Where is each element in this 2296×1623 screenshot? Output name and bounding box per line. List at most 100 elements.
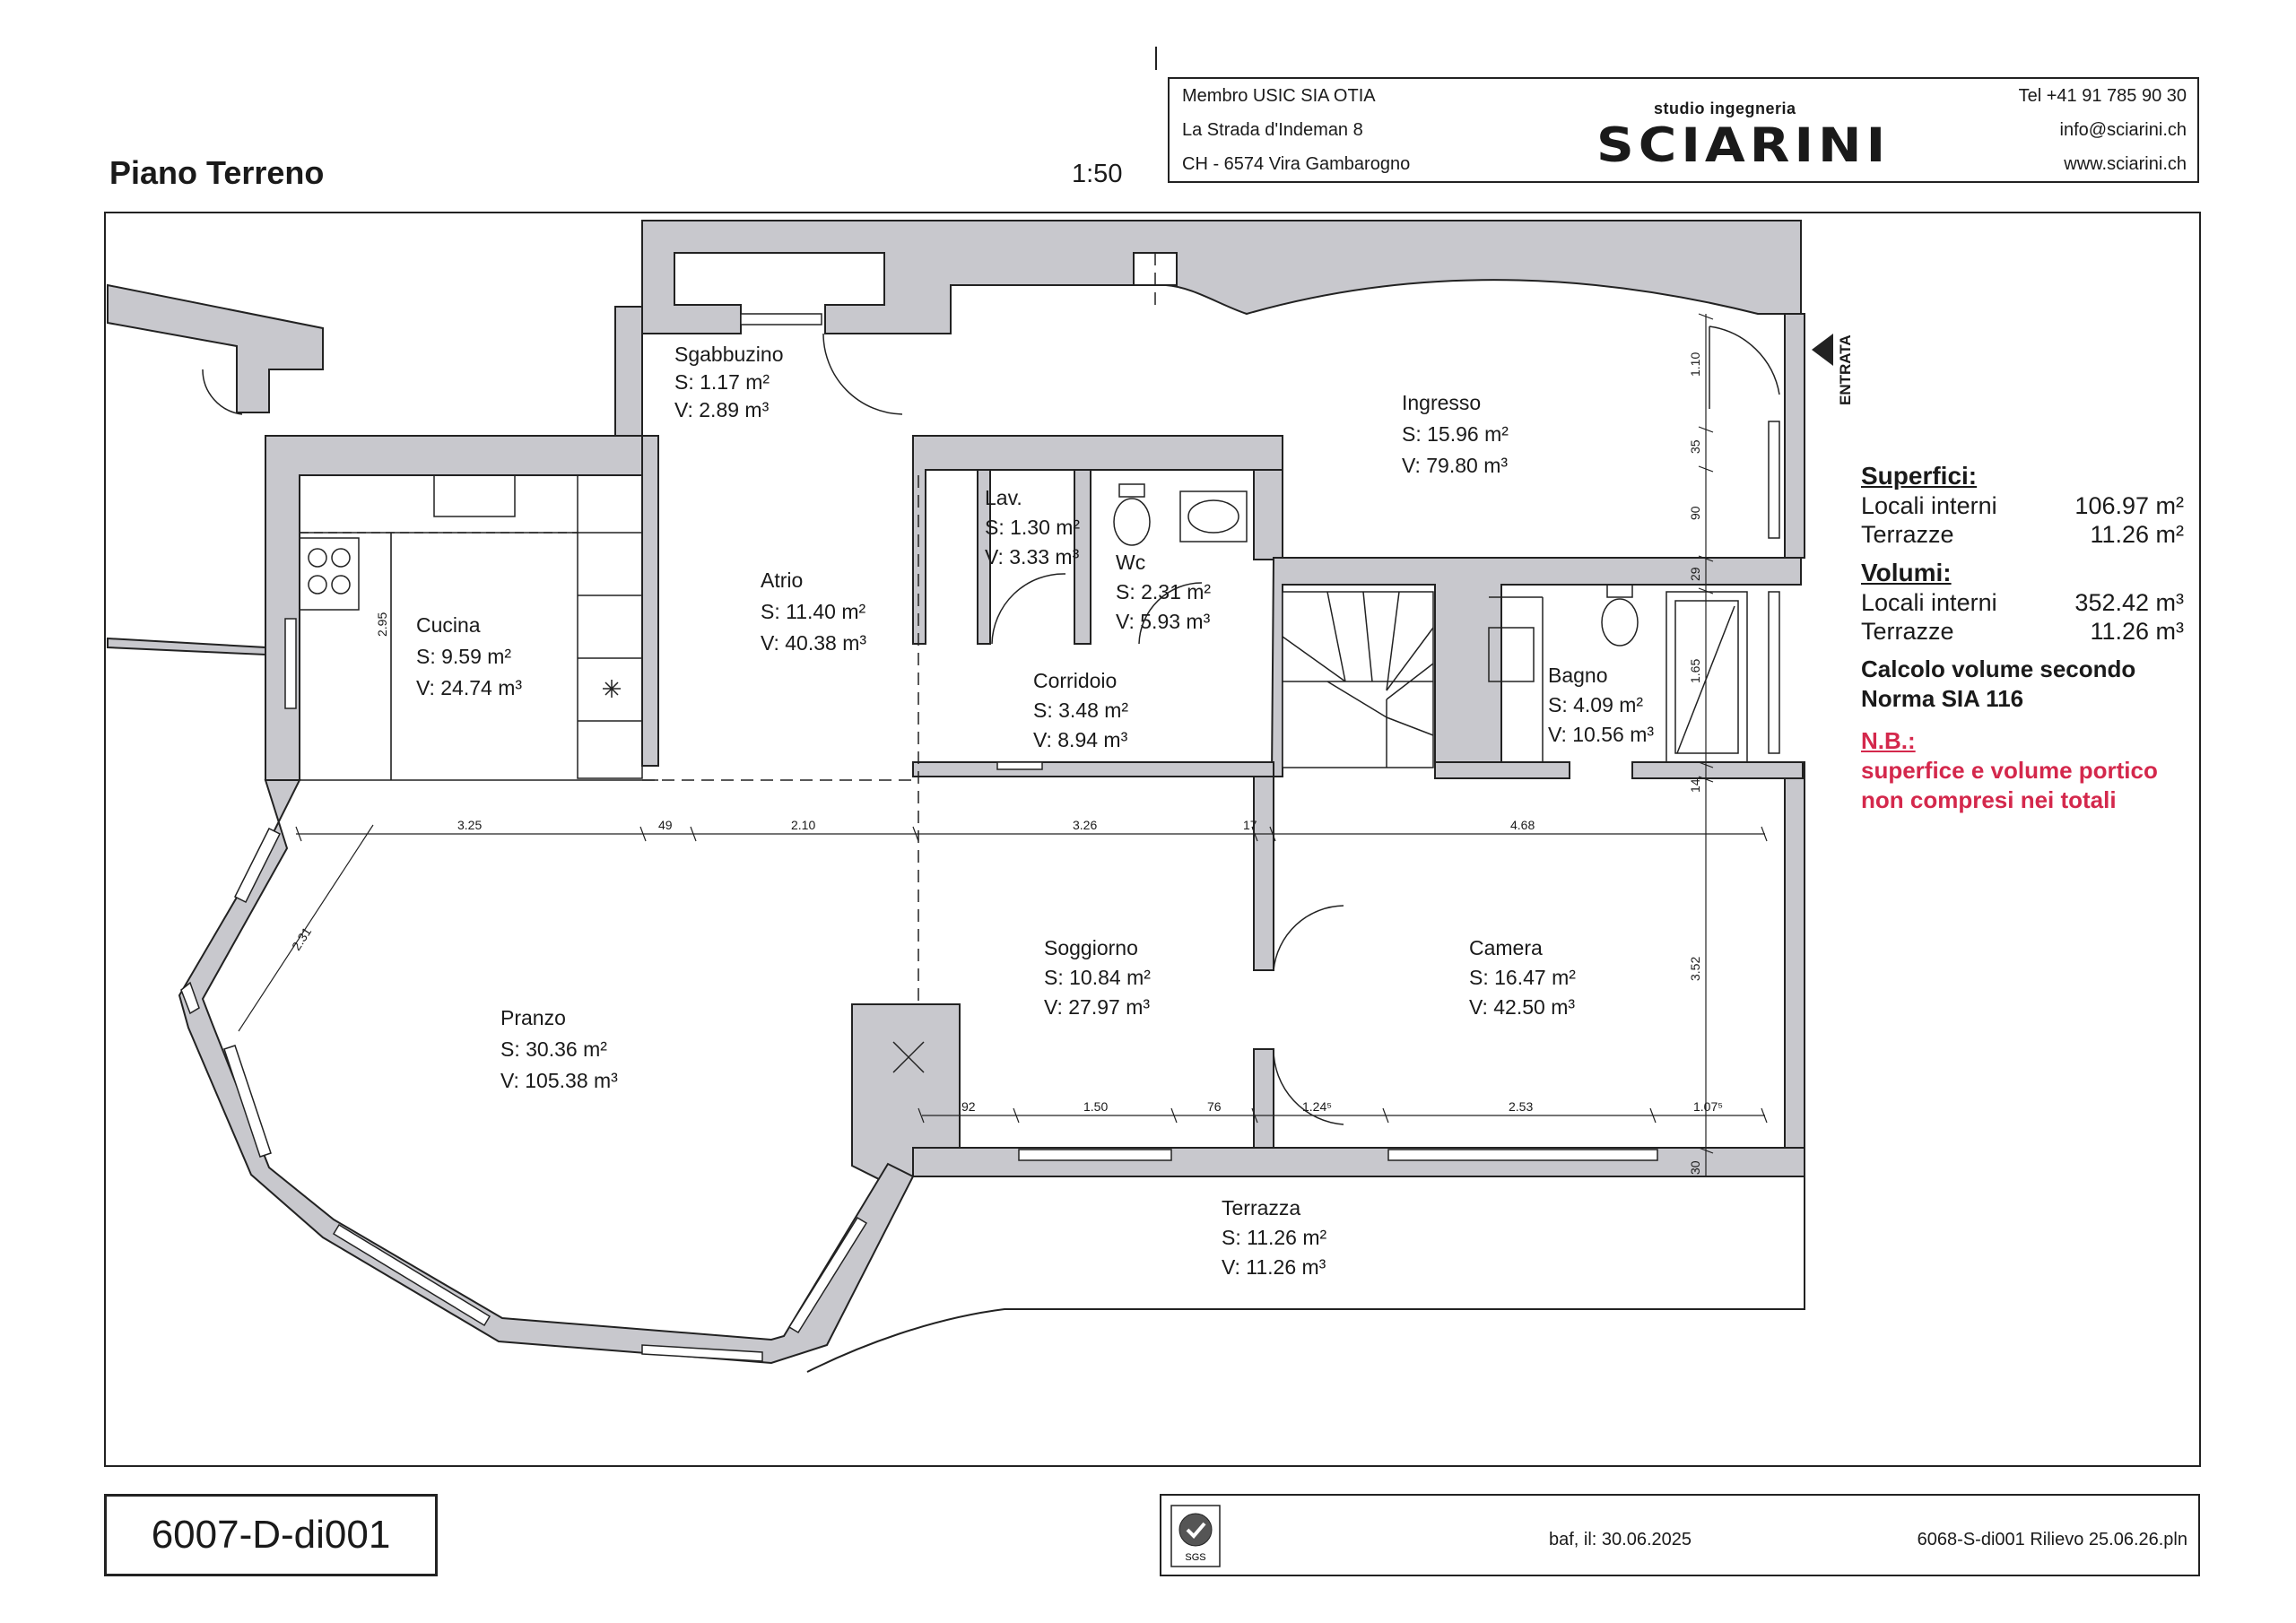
terrace-outline xyxy=(806,1176,1805,1373)
door-entrance xyxy=(1709,325,1780,409)
window-right-1 xyxy=(1768,591,1780,754)
room-corridoio: Corridoio S: 3.48 m² V: 8.94 m³ xyxy=(1033,669,1129,751)
summary-row: Terrazze 11.26 m² xyxy=(1861,521,2184,548)
column-pillar xyxy=(851,1003,961,1185)
toilet-bagno xyxy=(1601,598,1639,647)
wc-wall-left xyxy=(1074,469,1091,645)
window-sgabbuzino xyxy=(740,313,822,325)
dim-label: 3.52 xyxy=(1688,956,1702,981)
dim-label: 17 xyxy=(1243,818,1257,832)
room-sgabbuzino: Sgabbuzino S: 1.17 m² V: 2.89 m³ xyxy=(674,343,784,421)
phone-text: Tel +41 91 785 90 30 xyxy=(2018,86,2187,106)
header-tick xyxy=(1155,47,1157,70)
dim-label: 14 xyxy=(1688,778,1702,793)
summary-panel: Superfici: Locali interni 106.97 m² Terr… xyxy=(1861,461,2184,815)
dim-label: 2.10 xyxy=(791,818,816,832)
dim-label: 35 xyxy=(1688,439,1702,454)
room-wc: Wc S: 2.31 m² V: 5.93 m³ xyxy=(1116,551,1212,633)
door-left xyxy=(202,369,243,415)
dim-label: 1.10 xyxy=(1688,352,1702,377)
soggiorno-camera-wall-upper xyxy=(1253,776,1274,971)
door-soggiorno-b xyxy=(1273,1048,1344,1125)
kitchen-right-wall xyxy=(641,435,659,767)
dim-label: 2.53 xyxy=(1509,1099,1534,1114)
scale-label: 1:50 xyxy=(1072,160,1123,188)
window-bay-4 xyxy=(332,1223,491,1327)
dim-label: 90 xyxy=(1688,506,1702,520)
footer-block: SGS baf, il: 30.06.2025 6068-S-di001 Ril… xyxy=(1160,1494,2200,1576)
sink xyxy=(433,474,516,517)
entrance-arrow-icon xyxy=(1812,334,1833,366)
door-soggiorno-a xyxy=(1273,905,1344,971)
superfici-heading: Superfici: xyxy=(1861,462,1978,490)
door-lav xyxy=(991,573,1066,645)
dim-label: 1.07⁵ xyxy=(1693,1099,1724,1114)
website-text: www.sciarini.ch xyxy=(2064,154,2187,174)
dim-line-diagonal xyxy=(238,824,374,1032)
entrance-label: ENTRATA xyxy=(1837,334,1854,405)
room-soggiorno: Soggiorno S: 10.84 m² V: 27.97 m³ xyxy=(1044,936,1151,1019)
dim-label: 49 xyxy=(658,818,673,832)
dim-label: 4.68 xyxy=(1510,818,1535,832)
dim-label: 29 xyxy=(1688,567,1702,581)
door-sgabbuzino xyxy=(822,333,903,415)
room-cucina: Cucina S: 9.59 m² V: 24.74 m³ xyxy=(416,613,523,699)
sgabbuzino-wall xyxy=(614,306,643,438)
window-right-2 xyxy=(1768,421,1780,539)
door-wc xyxy=(1138,582,1203,645)
membership-text: Membro USIC SIA OTIA xyxy=(1182,86,1376,106)
pillar-cross xyxy=(892,1041,925,1073)
partition-wall xyxy=(912,761,1274,777)
plan-frame xyxy=(104,212,2201,1467)
dim-label: 1.24⁵ xyxy=(1302,1099,1333,1114)
summary-row: Locali interni 106.97 m² xyxy=(1861,492,2184,519)
room-bagno: Bagno S: 4.09 m² V: 10.56 m³ xyxy=(1548,664,1655,746)
nb-note: N.B.: superfice e volume portico non com… xyxy=(1861,727,2158,813)
window-bay-6 xyxy=(787,1216,868,1334)
window-bay-1 xyxy=(233,827,282,904)
logo-subtitle: studio ingegneria xyxy=(1654,100,1796,117)
bathroom-bottom-wall xyxy=(1434,761,1570,779)
author-date: baf, il: 30.06.2025 xyxy=(1549,1530,1692,1549)
kitchen-counter xyxy=(299,474,578,534)
address-line-1: La Strada d'Indeman 8 xyxy=(1182,120,1363,140)
cooktop xyxy=(299,537,360,611)
page-title: Piano Terreno xyxy=(109,154,325,191)
dim-label: 3.26 xyxy=(1073,818,1098,832)
room-atrio: Atrio S: 11.40 m² V: 40.38 m³ xyxy=(761,568,867,655)
summary-row: Terrazze 11.26 m³ xyxy=(1861,618,2184,645)
kitchen-wall xyxy=(265,435,643,781)
dim-label: 1.50 xyxy=(1083,1099,1109,1114)
right-wall-lower xyxy=(1784,761,1805,1177)
file-name: 6068-S-di001 Rilievo 25.06.26.pln xyxy=(1917,1530,2187,1549)
calc-note: Calcolo volume secondo Norma SIA 116 xyxy=(1861,655,2136,712)
basin-wc xyxy=(1179,490,1248,542)
sgs-certification-icon: SGS xyxy=(1170,1505,1221,1567)
dim-label: 76 xyxy=(1207,1099,1222,1114)
dim-label: 3.25 xyxy=(457,818,483,832)
room-lav: Lav. S: 1.30 m² V: 3.33 m³ xyxy=(985,486,1081,568)
room-ingresso: Ingresso S: 15.96 m² V: 79.80 m³ xyxy=(1402,391,1509,477)
bagno-bath-wall xyxy=(1631,761,1804,779)
kitchen-cabinets xyxy=(577,532,643,779)
lav-wall xyxy=(912,435,1283,645)
email-text: info@sciarini.ch xyxy=(2059,120,2187,140)
staircase xyxy=(1282,591,1434,768)
company-logo: SCIARINI xyxy=(1596,117,1891,173)
dim-label: 30 xyxy=(1688,1160,1702,1175)
corridor-threshold xyxy=(996,761,1043,770)
address-line-2: CH - 6574 Vira Gambarogno xyxy=(1182,154,1411,174)
window-kitchen xyxy=(284,618,297,709)
window-bottom-1 xyxy=(1018,1149,1172,1161)
dim-label: 92 xyxy=(961,1099,976,1114)
kitchen-asterisk xyxy=(603,680,621,698)
right-wall-upper xyxy=(1784,313,1805,559)
window-bottom-2 xyxy=(1387,1149,1658,1161)
dim-label: 1.65 xyxy=(1688,658,1702,683)
svg-text:SGS: SGS xyxy=(1185,1552,1205,1563)
dim-label: 2.95 xyxy=(375,612,389,637)
volumi-heading: Volumi: xyxy=(1861,559,1952,586)
window-bay-2 xyxy=(180,981,200,1015)
soggiorno-camera-wall-lower xyxy=(1253,1048,1274,1150)
